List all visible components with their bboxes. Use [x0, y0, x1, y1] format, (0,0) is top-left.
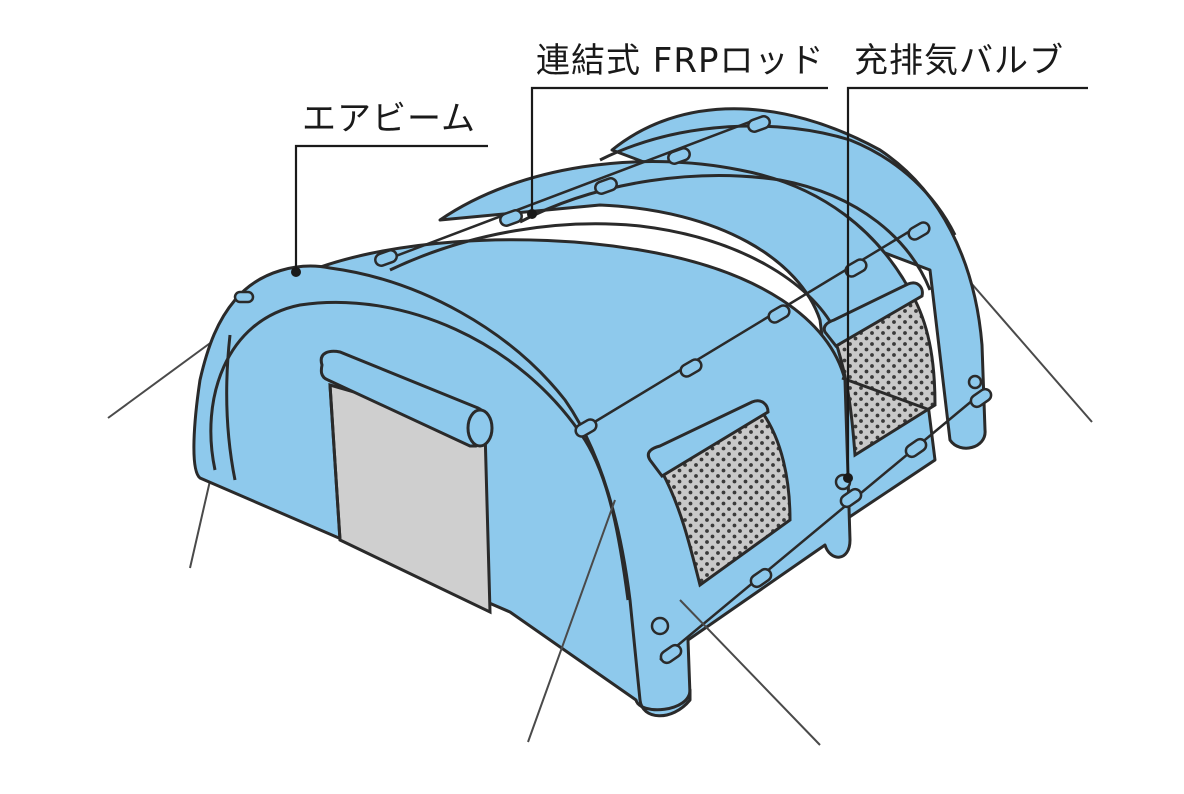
window-front — [646, 399, 792, 588]
leader-dot-frp-rod — [527, 209, 537, 219]
label-valve: 充排気バルブ — [854, 41, 1064, 81]
leader-lines — [294, 86, 1088, 478]
label-air-beam: エアビーム — [302, 99, 476, 139]
label-frp-rod: 連結式 FRPロッド — [536, 41, 825, 81]
leader-dot-valve — [843, 473, 853, 483]
leader-dot-air-beam — [291, 267, 301, 277]
rod-sleeves — [233, 115, 993, 665]
guy-ropes — [107, 267, 1093, 569]
